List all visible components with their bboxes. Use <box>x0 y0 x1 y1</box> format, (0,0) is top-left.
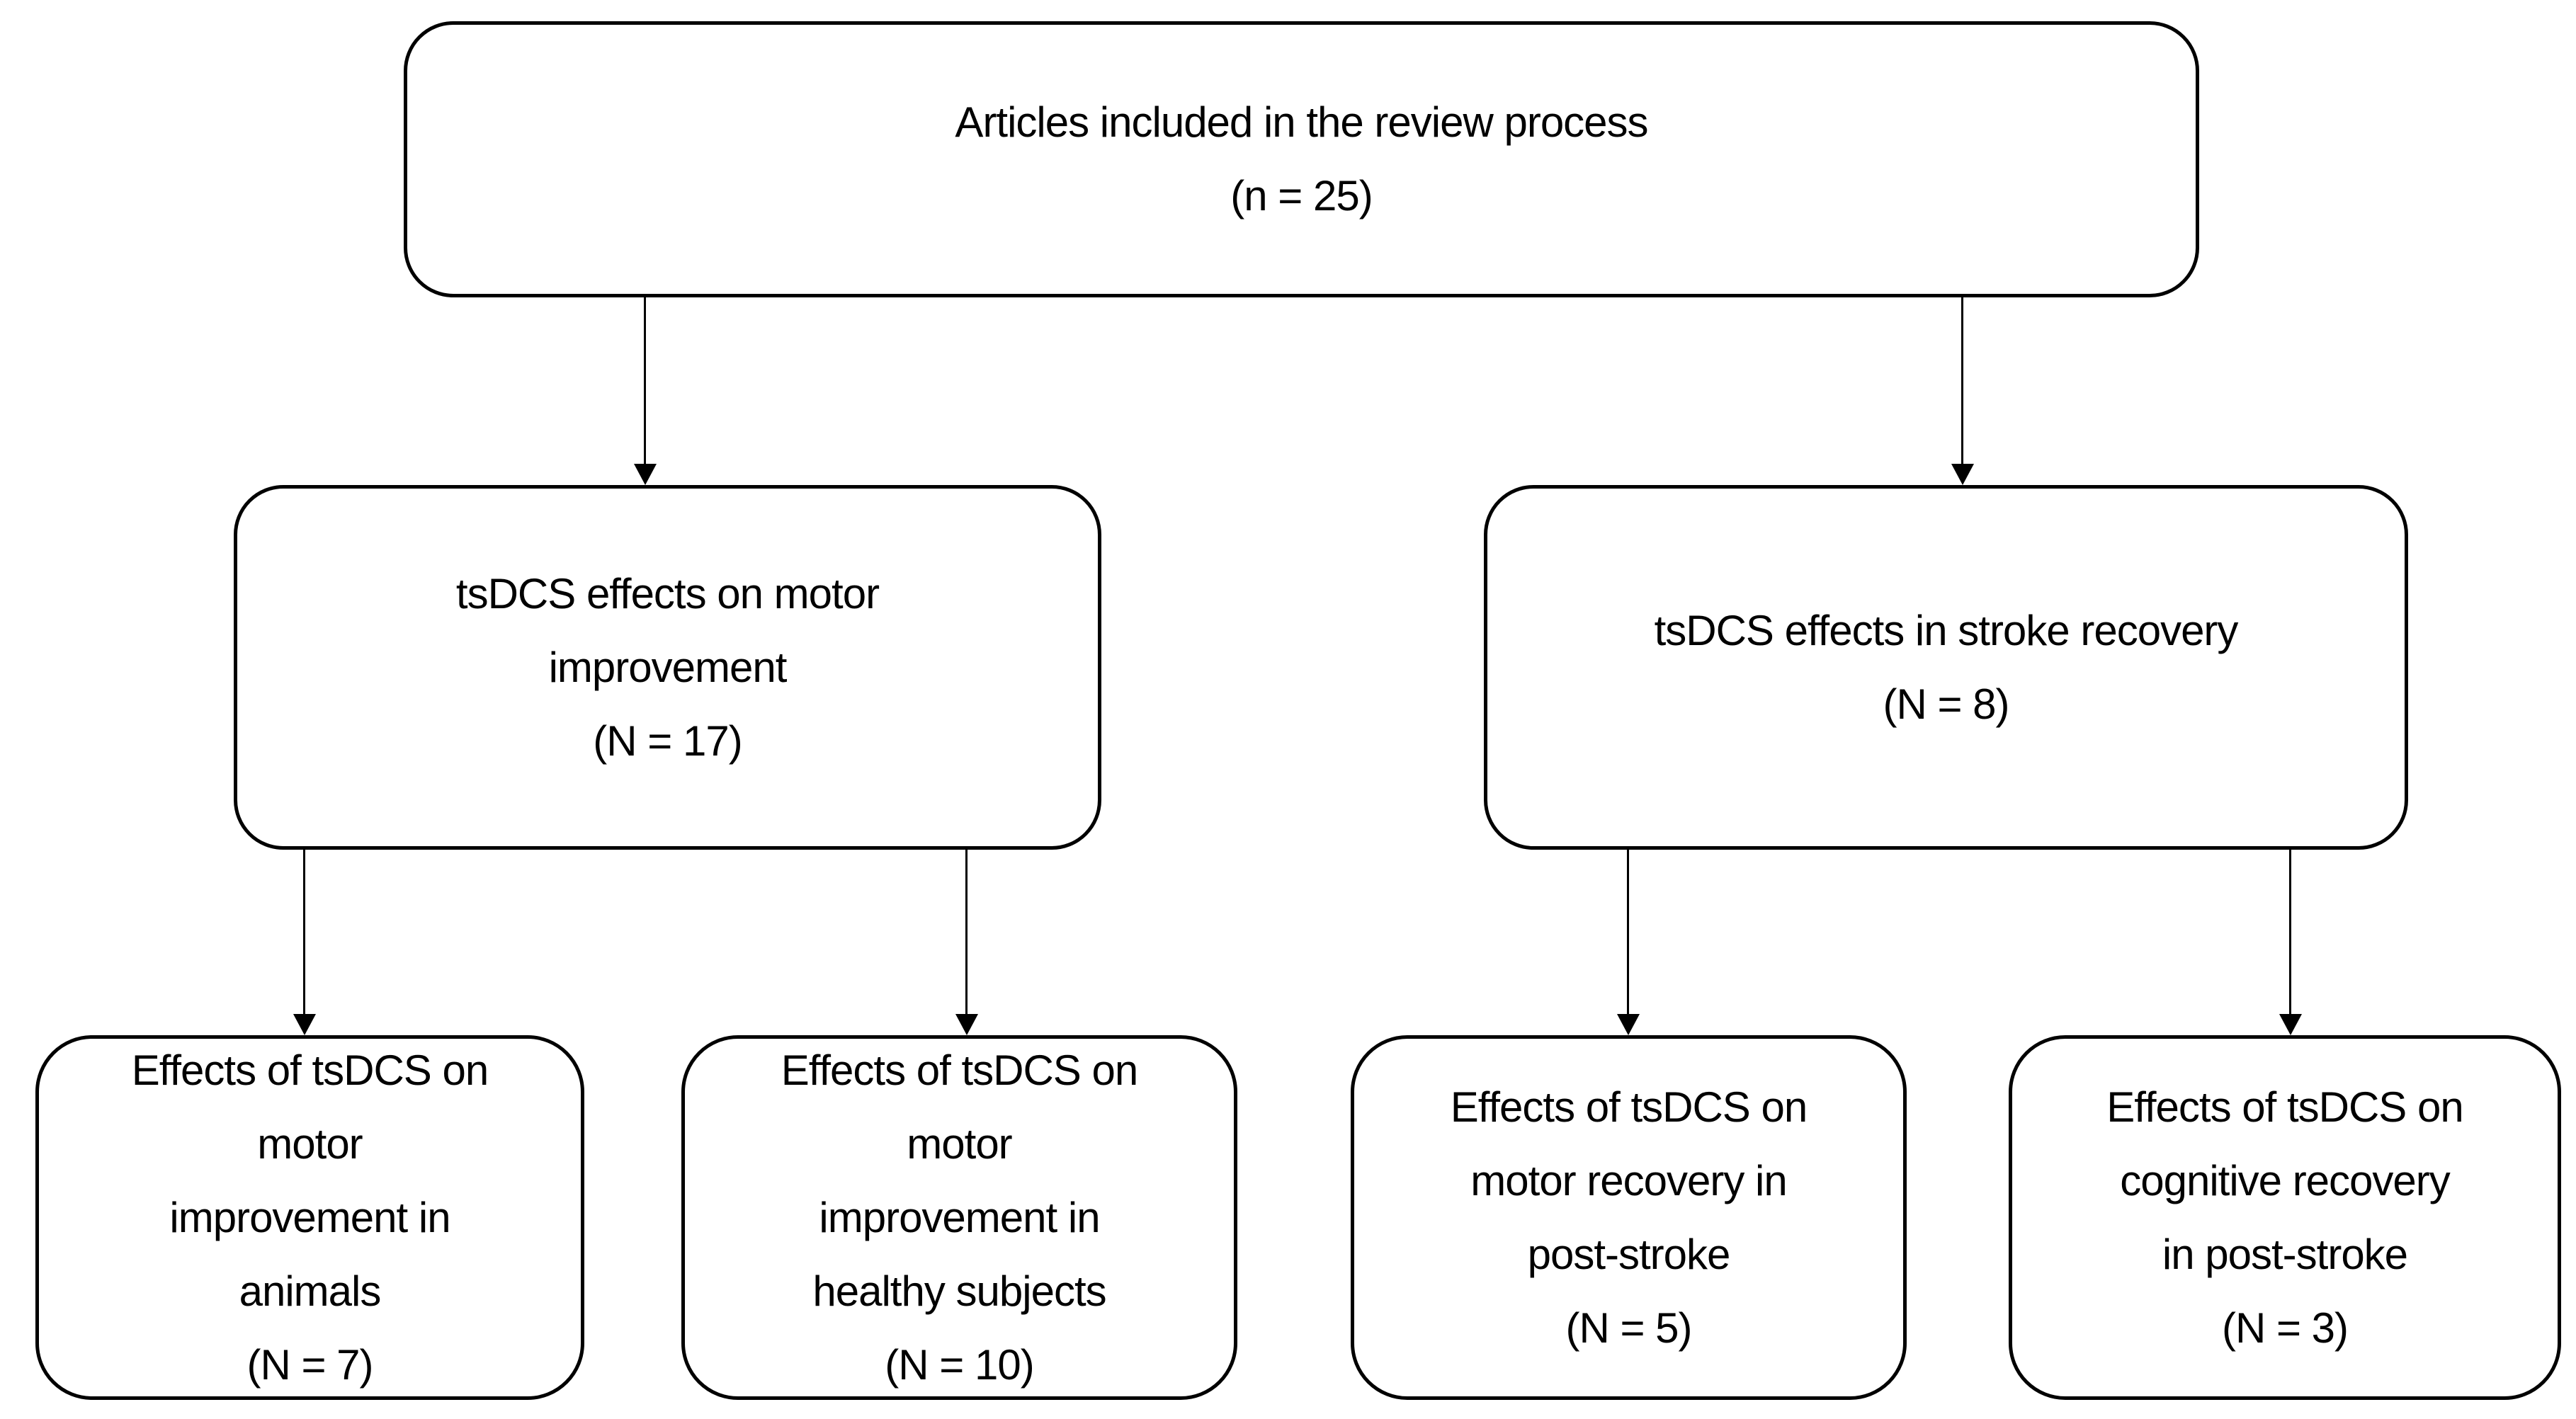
node-text: Effects of tsDCS on motor recovery in po… <box>1450 1071 1808 1365</box>
node-line: Effects of tsDCS on <box>781 1046 1138 1094</box>
node-line: Articles included in the review process <box>955 98 1648 146</box>
node-count: (N = 17) <box>593 717 742 765</box>
node-text: Articles included in the review process … <box>955 86 1648 233</box>
node-line: Effects of tsDCS on <box>2106 1083 2463 1131</box>
connector-line <box>303 850 305 1015</box>
arrowhead-down-icon <box>2279 1014 2302 1035</box>
node-line: motor <box>257 1119 363 1168</box>
node-text: Effects of tsDCS on motor improvement in… <box>781 1034 1138 1402</box>
node-count: (N = 7) <box>246 1340 373 1389</box>
node-line: improvement in <box>169 1193 450 1241</box>
node-text: Effects of tsDCS on motor improvement in… <box>131 1034 489 1402</box>
node-count: (N = 3) <box>2221 1304 2349 1352</box>
node-line: tsDCS effects on motor <box>455 569 880 617</box>
node-count: (N = 8) <box>1883 680 2009 728</box>
node-line: motor recovery in <box>1470 1156 1787 1204</box>
arrowhead-down-icon <box>293 1014 316 1035</box>
node-articles-included: Articles included in the review process … <box>404 21 2199 297</box>
arrowhead-down-icon <box>955 1014 978 1035</box>
node-count: (n = 25) <box>1230 172 1373 220</box>
node-line: improvement <box>548 643 788 691</box>
node-cognitive-recovery-post-stroke: Effects of tsDCS on cognitive recovery i… <box>2009 1035 2561 1400</box>
arrowhead-down-icon <box>634 464 657 485</box>
node-motor-improvement-healthy-subjects: Effects of tsDCS on motor improvement in… <box>681 1035 1237 1400</box>
node-stroke-recovery: tsDCS effects in stroke recovery (N = 8) <box>1484 485 2408 850</box>
node-text: tsDCS effects in stroke recovery (N = 8) <box>1654 594 2239 741</box>
node-line: animals <box>239 1267 382 1315</box>
node-count: (N = 10) <box>885 1340 1034 1389</box>
connector-line <box>1627 850 1629 1015</box>
node-motor-improvement: tsDCS effects on motor improvement (N = … <box>234 485 1101 850</box>
node-line: cognitive recovery <box>2120 1156 2451 1204</box>
node-line: healthy subjects <box>812 1267 1106 1315</box>
node-line: improvement in <box>819 1193 1100 1241</box>
connector-line <box>1961 297 1963 465</box>
node-count: (N = 5) <box>1565 1304 1692 1352</box>
arrowhead-down-icon <box>1951 464 1974 485</box>
node-text: Effects of tsDCS on cognitive recovery i… <box>2106 1071 2463 1365</box>
connector-line <box>2289 850 2291 1015</box>
node-line: in post-stroke <box>2162 1230 2408 1278</box>
connector-line <box>644 297 646 465</box>
node-motor-improvement-animals: Effects of tsDCS on motor improvement in… <box>35 1035 584 1400</box>
node-line: post-stroke <box>1527 1230 1731 1278</box>
node-line: motor <box>907 1119 1012 1168</box>
node-line: Effects of tsDCS on <box>131 1046 489 1094</box>
node-line: tsDCS effects in stroke recovery <box>1654 606 2239 654</box>
node-motor-recovery-post-stroke: Effects of tsDCS on motor recovery in po… <box>1351 1035 1907 1400</box>
node-line: Effects of tsDCS on <box>1450 1083 1808 1131</box>
node-text: tsDCS effects on motor improvement (N = … <box>455 557 880 778</box>
arrowhead-down-icon <box>1617 1014 1640 1035</box>
connector-line <box>965 850 968 1015</box>
